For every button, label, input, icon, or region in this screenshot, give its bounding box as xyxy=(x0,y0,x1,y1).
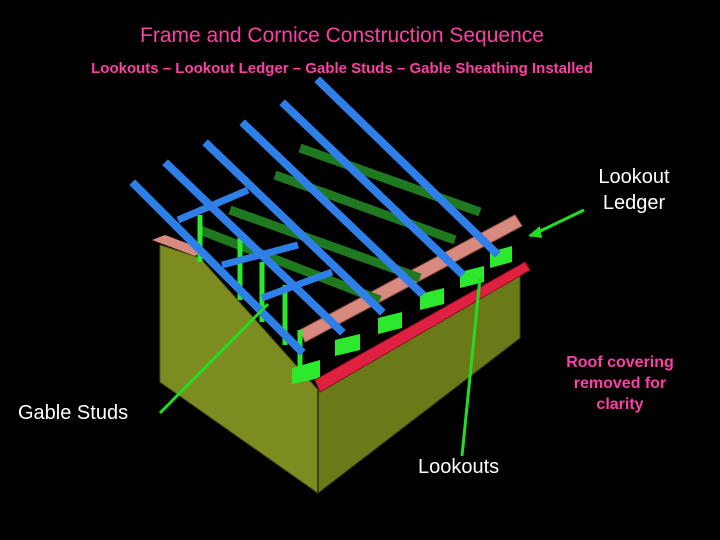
callout-lookouts: Lookouts xyxy=(418,456,500,478)
rafters xyxy=(129,76,501,356)
callout-lookout-ledger-line1: Lookout xyxy=(598,166,670,188)
fascia-board xyxy=(314,261,531,393)
note-roof-covering: Roof covering removed for clarity xyxy=(552,352,688,415)
lookouts xyxy=(292,246,512,384)
note-line1: Roof covering xyxy=(566,354,674,371)
leader-lines xyxy=(158,208,585,457)
note-line2: removed for xyxy=(573,375,667,392)
blocking xyxy=(176,186,334,302)
page-subtitle: Lookouts – Lookout Ledger – Gable Studs … xyxy=(91,60,593,77)
callout-lookout-ledger-line2: Ledger xyxy=(602,192,666,214)
callout-gable-studs: Gable Studs xyxy=(18,402,129,424)
callout-lookout-ledger: Lookout Ledger xyxy=(582,164,686,216)
note-line3: clarity xyxy=(596,396,644,413)
page-title: Frame and Cornice Construction Sequence xyxy=(140,24,544,47)
back-top-plate xyxy=(152,235,205,256)
